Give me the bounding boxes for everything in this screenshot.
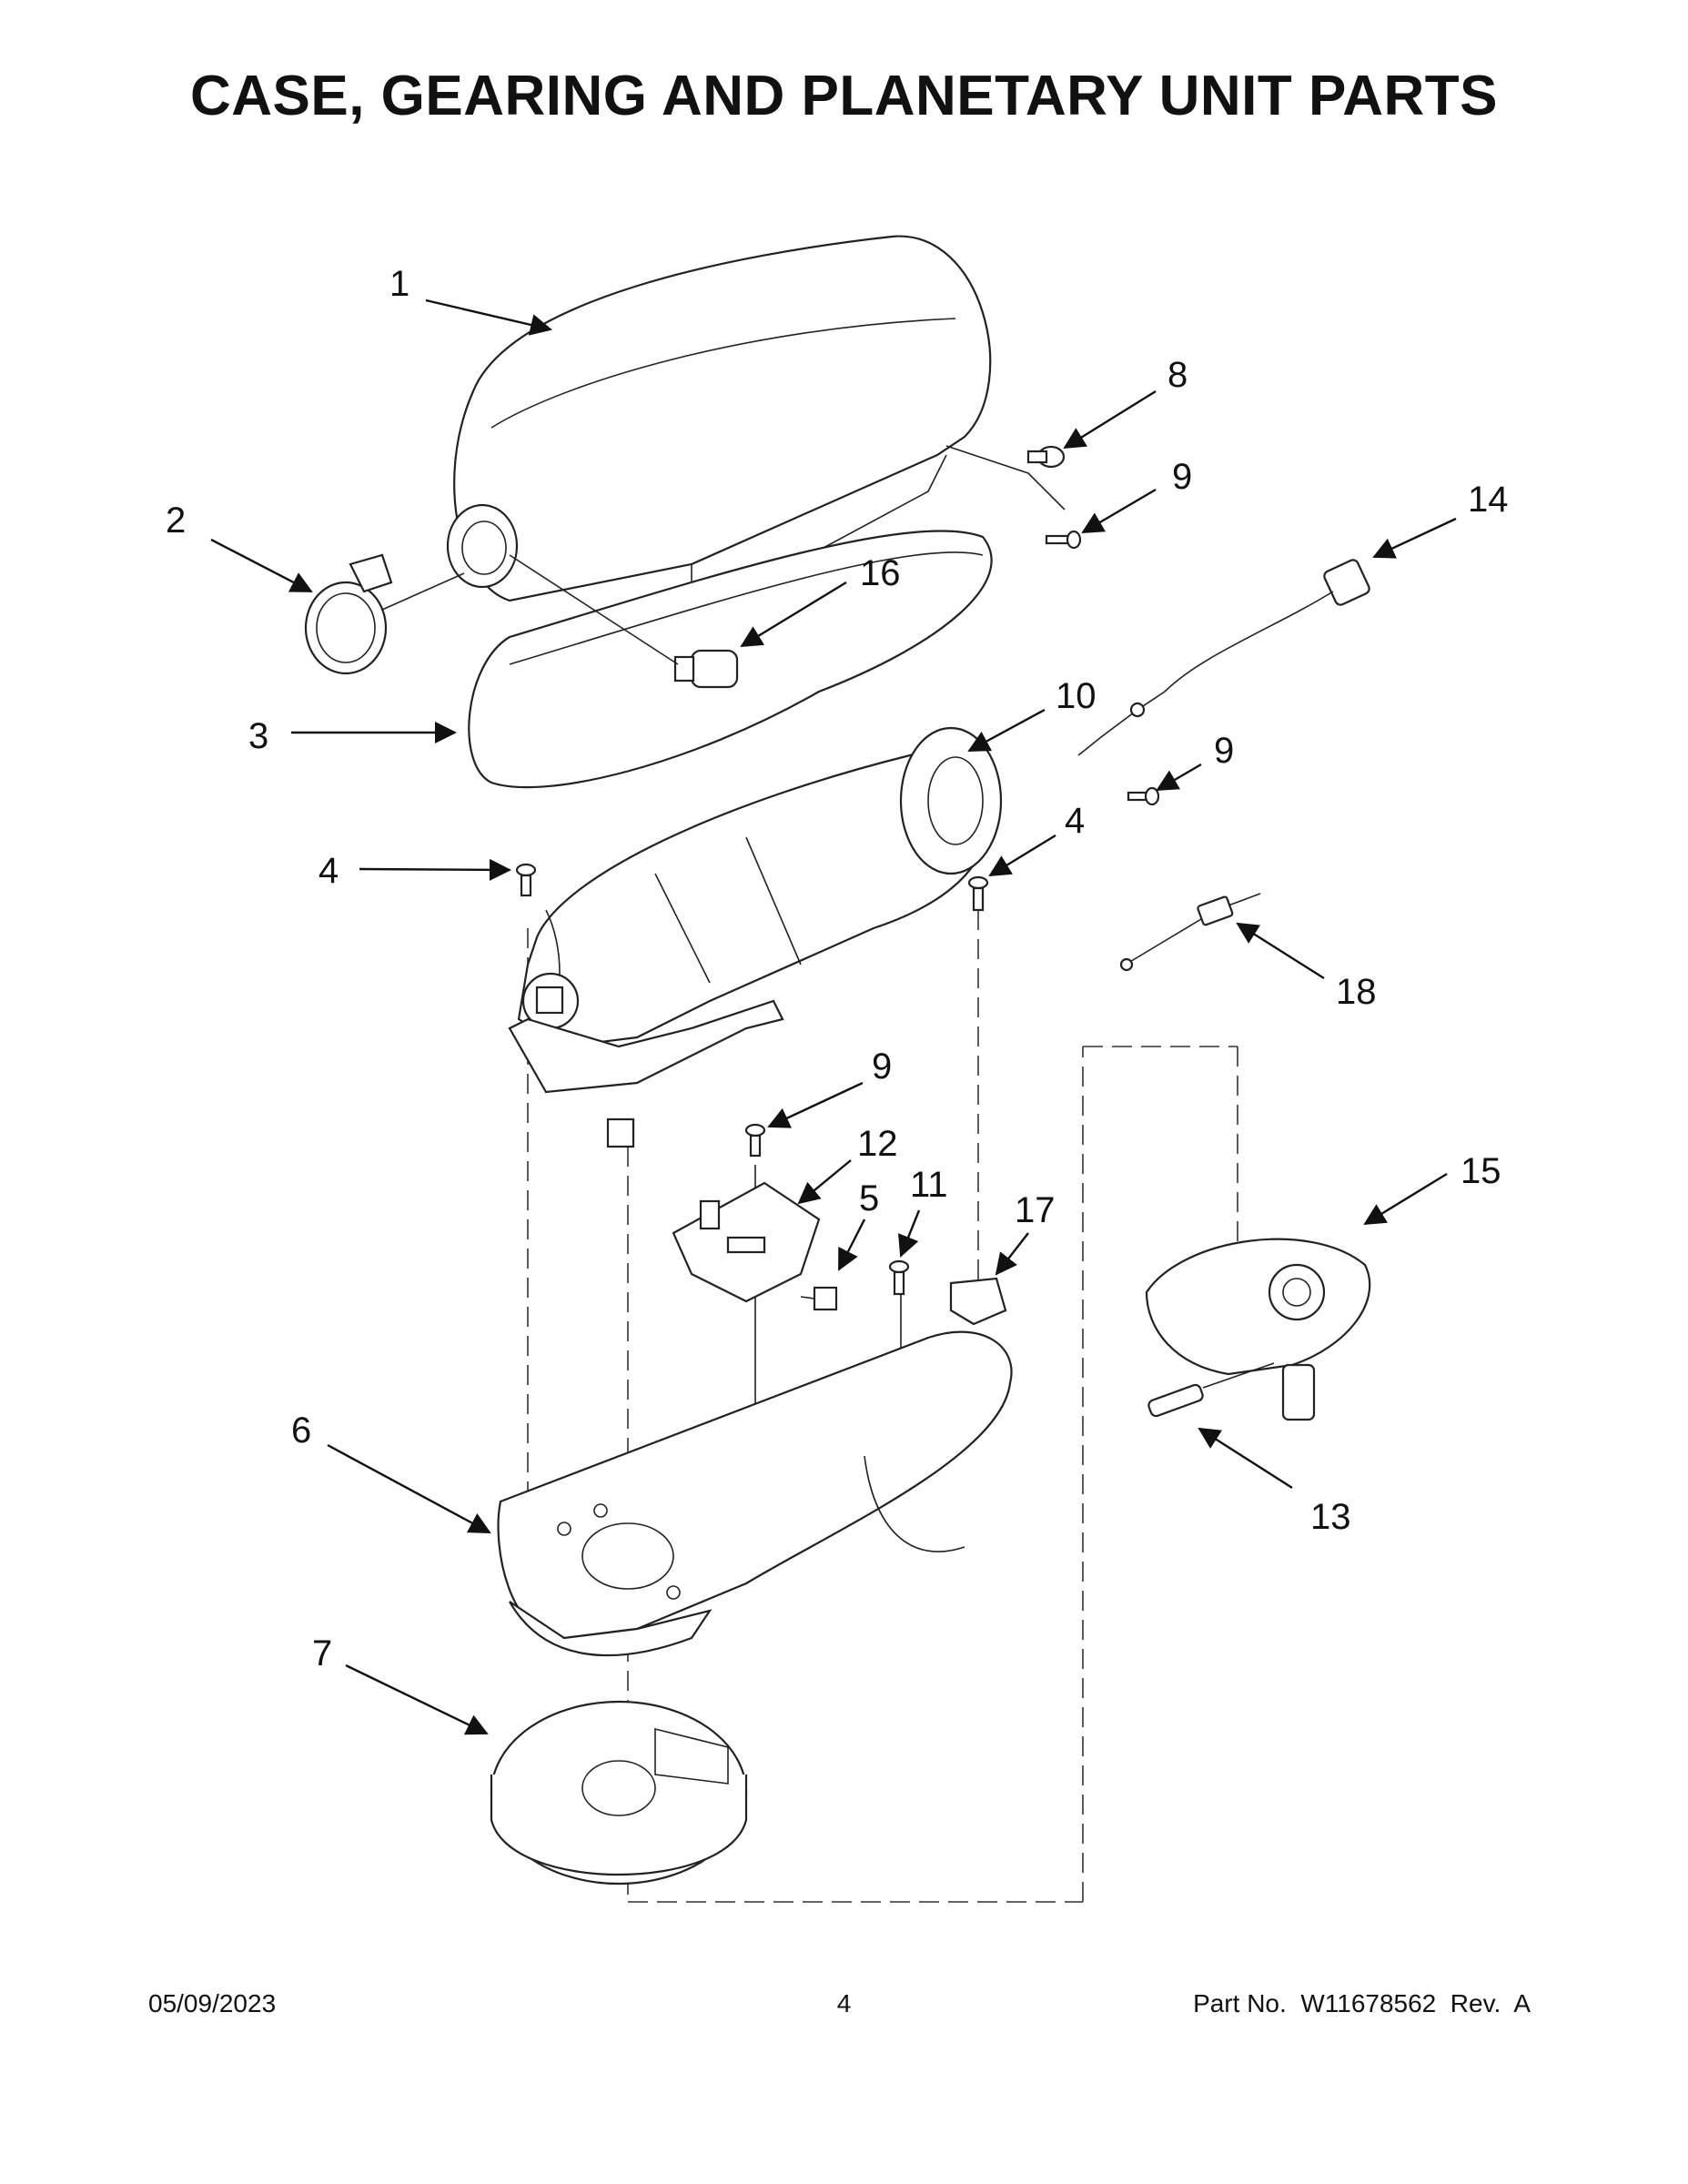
callout-8: 8 bbox=[1167, 355, 1188, 395]
footer-part-number: Part No. W11678562 Rev. A bbox=[1193, 1989, 1531, 2017]
callout-13: 13 bbox=[1310, 1497, 1351, 1537]
callout-12: 12 bbox=[857, 1124, 898, 1164]
callout-9-lower: 9 bbox=[872, 1046, 892, 1087]
part-10-motor bbox=[508, 726, 1003, 1148]
part-15-planetary-unit bbox=[1145, 1238, 1371, 1421]
page-title: CASE, GEARING AND PLANETARY UNIT PARTS bbox=[189, 65, 1499, 127]
part-17-plug bbox=[949, 1277, 1007, 1326]
callout-3: 3 bbox=[248, 716, 268, 756]
callout-17: 17 bbox=[1015, 1190, 1056, 1230]
part-7-gear-plate bbox=[490, 1700, 748, 1886]
part-6-gear-housing bbox=[497, 1330, 1013, 1657]
callout-15: 15 bbox=[1461, 1151, 1501, 1191]
callout-2: 2 bbox=[166, 500, 186, 541]
part-16-speed-control-knob bbox=[509, 554, 739, 689]
part-9-screw-middle bbox=[1127, 786, 1160, 806]
callout-14: 14 bbox=[1468, 480, 1509, 520]
part-8-screw bbox=[1026, 445, 1066, 469]
part-4-screw-right bbox=[967, 875, 989, 912]
callout-9-upper: 9 bbox=[1172, 457, 1192, 497]
callout-7: 7 bbox=[312, 1633, 332, 1673]
part-18-wire-harness bbox=[1119, 893, 1261, 972]
part-2-attachment-hub-cover bbox=[304, 553, 465, 675]
callout-10: 10 bbox=[1056, 676, 1097, 716]
footer-page-number: 4 bbox=[836, 1989, 852, 2017]
part-13-pin bbox=[1147, 1362, 1275, 1418]
callout-16: 16 bbox=[860, 553, 901, 593]
part-5-switch bbox=[800, 1286, 838, 1311]
part-12-control-board bbox=[672, 1181, 821, 1303]
callout-4-right: 4 bbox=[1065, 801, 1085, 841]
callout-1: 1 bbox=[389, 264, 409, 304]
bracket-line bbox=[945, 445, 1066, 511]
leader-arrows bbox=[210, 298, 1457, 1735]
callout-5: 5 bbox=[859, 1178, 879, 1218]
footer-date: 05/09/2023 bbox=[148, 1989, 277, 2017]
part-14-power-cord bbox=[1077, 559, 1370, 756]
callout-18: 18 bbox=[1336, 972, 1377, 1012]
callout-4-left: 4 bbox=[318, 851, 339, 891]
callout-11: 11 bbox=[910, 1165, 948, 1205]
part-9-screw-lower bbox=[744, 1123, 766, 1158]
callout-6: 6 bbox=[291, 1410, 311, 1451]
part-11-screw bbox=[888, 1259, 910, 1296]
part-9-screw-upper bbox=[1045, 530, 1082, 550]
part-4-screw-left bbox=[515, 863, 537, 897]
callout-9-middle: 9 bbox=[1214, 731, 1234, 771]
